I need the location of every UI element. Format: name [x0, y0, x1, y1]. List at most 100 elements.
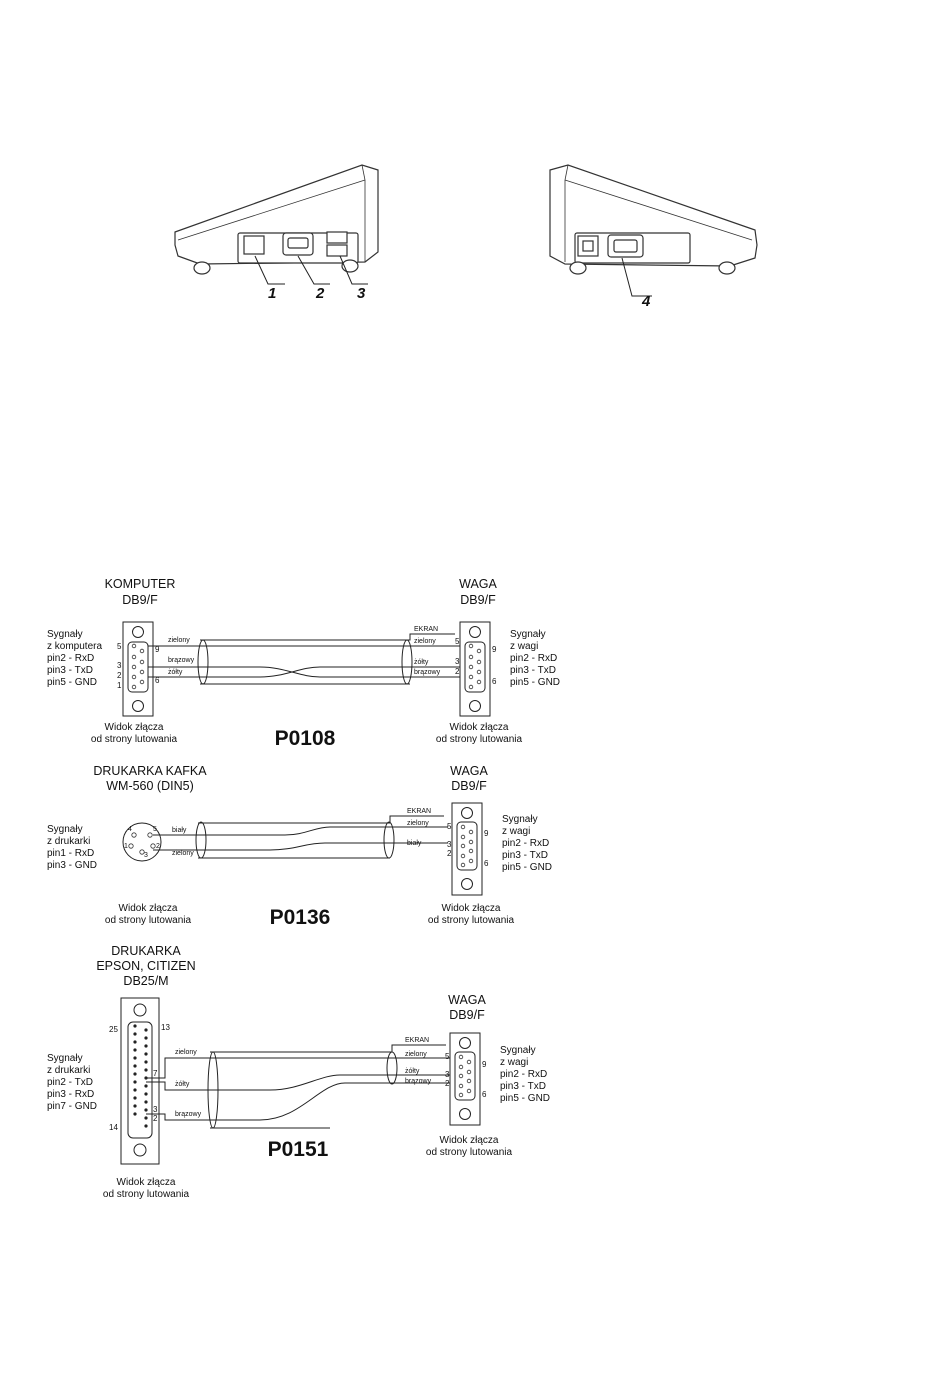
signal-line: Sygnały: [500, 1045, 536, 1056]
signal-line: z wagi: [510, 641, 538, 652]
cable-diagram-p0151: DRUKARKA EPSON, CITIZEN DB25/M WAGA DB9/…: [47, 944, 550, 1200]
pin-number: 6: [482, 1090, 487, 1099]
ethernet-port-icon: [243, 235, 265, 255]
wire-label: biały: [407, 840, 422, 847]
usb-port-icon: [326, 231, 348, 244]
pin-number: 14: [109, 1123, 118, 1132]
wire-label: zielony: [175, 1049, 197, 1056]
signal-line: pin3 - TxD: [500, 1081, 546, 1092]
signal-line: pin2 - RxD: [500, 1069, 547, 1080]
pin-number: 6: [155, 676, 160, 685]
pin-number: 13: [161, 1023, 170, 1032]
pin-number: 2: [445, 1079, 450, 1088]
signal-line: z wagi: [502, 826, 530, 837]
pin-number: 9: [484, 829, 489, 838]
right-connector-type: DB9/F: [460, 593, 496, 607]
wire-label: zielony: [168, 637, 190, 644]
left-title: DRUKARKA KAFKA: [93, 764, 207, 778]
cable-diagram-p0136: DRUKARKA KAFKA WM-560 (DIN5) WAGA DB9/F …: [47, 764, 552, 929]
db25-pins: [133, 1024, 148, 1128]
wire-label: żółty: [175, 1081, 190, 1088]
pin-number: 1: [117, 681, 122, 690]
wire-label: zielony: [414, 638, 436, 645]
left-title: DRUKARKA: [111, 944, 181, 958]
right-title: WAGA: [459, 577, 497, 591]
pin-number: 5: [447, 822, 452, 831]
right-connector-type: DB9/F: [451, 779, 487, 793]
wire-label: EKRAN: [405, 1037, 429, 1044]
db9-right-connector: [449, 1032, 481, 1126]
din5-connector: [122, 822, 162, 862]
signal-line: pin3 - RxD: [47, 1089, 94, 1100]
callout-3: 3: [357, 285, 366, 302]
pin-number: 25: [109, 1025, 118, 1034]
pin-number: 6: [484, 859, 489, 868]
signal-line: pin5 - GND: [47, 677, 97, 688]
pin-number: 5: [445, 1052, 450, 1061]
view-caption: Widok złącza: [442, 903, 501, 914]
signal-line: pin5 - GND: [500, 1093, 550, 1104]
left-connector-type: WM-560 (DIN5): [106, 779, 194, 793]
signal-line: pin2 - RxD: [510, 653, 557, 664]
signal-line: pin3 - TxD: [47, 665, 93, 676]
pin-number: 2: [447, 849, 452, 858]
pin-number: 3: [153, 1105, 158, 1114]
signal-line: Sygnały: [510, 629, 546, 640]
db9-right-connector: [451, 802, 483, 896]
wire-label: brązowy: [405, 1078, 432, 1085]
right-connector-type: DB9/F: [449, 1008, 485, 1022]
db25-connector: [120, 997, 160, 1165]
signal-line: pin2 - RxD: [47, 653, 94, 664]
wire-label: brązowy: [414, 669, 441, 676]
pin-number: 3: [117, 661, 122, 670]
view-caption: od strony lutowania: [103, 1189, 190, 1200]
left-subtitle: EPSON, CITIZEN: [96, 959, 195, 973]
pin-number: 3: [445, 1070, 450, 1079]
pin-number: 2: [455, 667, 460, 676]
wire-label: brązowy: [175, 1111, 202, 1118]
pin-number: 2: [153, 1114, 158, 1123]
wire-label: zielony: [172, 850, 194, 857]
signal-line: pin1 - RxD: [47, 848, 94, 859]
view-caption: od strony lutowania: [105, 915, 192, 926]
view-caption: Widok złącza: [440, 1135, 499, 1146]
signal-line: pin3 - GND: [47, 860, 97, 871]
signal-line: Sygnały: [47, 824, 83, 835]
signal-line: z drukarki: [47, 836, 90, 847]
wire-label: żółty: [168, 669, 183, 676]
view-caption: Widok złącza: [450, 722, 509, 733]
left-title: KOMPUTER: [105, 577, 176, 591]
cable-code: P0108: [275, 727, 336, 750]
view-caption: od strony lutowania: [436, 734, 523, 745]
pin-number: 9: [155, 645, 160, 654]
scale-right-view: 4: [549, 164, 758, 310]
cable-diagram-p0108: KOMPUTER DB9/F WAGA DB9/F Sygnały z komp…: [47, 577, 560, 750]
pin-number: 5: [455, 637, 460, 646]
left-connector-type: DB9/F: [122, 593, 158, 607]
wire-label: brązowy: [168, 657, 195, 664]
cable-code: P0151: [268, 1138, 329, 1161]
signal-line: pin2 - TxD: [47, 1077, 93, 1088]
pin-number: 9: [482, 1060, 487, 1069]
signal-line: pin5 - GND: [510, 677, 560, 688]
right-title: WAGA: [448, 993, 486, 1007]
signal-line: pin5 - GND: [502, 862, 552, 873]
pin-number: 6: [492, 677, 497, 686]
pin-number: 5: [153, 826, 157, 833]
view-caption: od strony lutowania: [426, 1147, 513, 1158]
view-caption: Widok złącza: [119, 903, 178, 914]
pin-number: 3: [144, 852, 148, 859]
signal-line: Sygnały: [502, 814, 538, 825]
signal-line: pin3 - TxD: [510, 665, 556, 676]
view-caption: od strony lutowania: [91, 734, 178, 745]
signal-line: Sygnały: [47, 629, 83, 640]
signal-line: pin7 - GND: [47, 1101, 97, 1112]
wire-label: zielony: [407, 820, 429, 827]
signal-line: pin3 - TxD: [502, 850, 548, 861]
pin-number: 2: [117, 671, 122, 680]
right-title: WAGA: [450, 764, 488, 778]
signal-line: z komputera: [47, 641, 102, 652]
cable-code: P0136: [270, 906, 331, 929]
view-caption: Widok złącza: [105, 722, 164, 733]
pin-number: 3: [455, 657, 460, 666]
